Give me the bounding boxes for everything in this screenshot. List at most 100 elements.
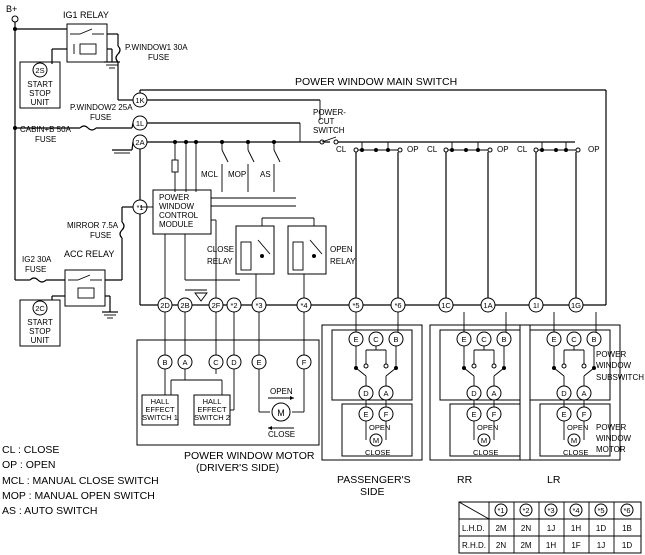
motor-close-label: CLOSE	[365, 448, 390, 457]
svg-text:2B: 2B	[180, 301, 189, 310]
svg-text:HALL: HALL	[151, 397, 170, 406]
close-relay-label: CLOSE	[207, 245, 234, 254]
motor-close-label: CLOSE	[473, 448, 498, 457]
svg-text:OP: OP	[407, 145, 419, 154]
start-stop-unit-lower: 2C START STOP UNIT	[19, 299, 61, 347]
svg-text:START: START	[27, 80, 53, 89]
motor-open-label: OPEN	[567, 423, 588, 432]
sub-terminal-a: A	[383, 389, 388, 398]
legend-mop: MOP : MANUAL OPEN SWITCH	[2, 490, 155, 502]
lr-label: LR	[547, 474, 561, 486]
motor-close-label: CLOSE	[563, 448, 588, 457]
svg-text:CL: CL	[336, 145, 347, 154]
svg-text:EFFECT: EFFECT	[197, 405, 227, 414]
motor-terminal-f: F	[492, 410, 497, 419]
svg-text:(DRIVER'S SIDE): (DRIVER'S SIDE)	[196, 462, 279, 474]
svg-text:UNIT: UNIT	[31, 98, 50, 107]
svg-text:*4: *4	[572, 506, 579, 515]
rr-label: RR	[457, 474, 473, 486]
svg-text:1J: 1J	[547, 524, 555, 533]
main-terminals-bottom: 2D 2B 2F *2 *3 *4 *5 *6 1C 1A 1I 1G	[140, 289, 606, 313]
svg-text:STOP: STOP	[29, 327, 51, 336]
svg-text:1J: 1J	[597, 541, 605, 550]
svg-text:FUSE: FUSE	[35, 135, 56, 144]
right-side-labels: POWER WINDOW SUBSWITCH POWER WINDOW MOTO…	[596, 350, 644, 454]
motor-terminal-f: F	[384, 410, 389, 419]
svg-text:1C: 1C	[441, 301, 451, 310]
svg-text:2N: 2N	[521, 524, 531, 533]
svg-text:E: E	[256, 358, 261, 367]
sub-terminal-d: D	[363, 389, 369, 398]
svg-text:D: D	[231, 358, 237, 367]
mcl-label: MCL	[201, 170, 218, 179]
svg-text:L.H.D.: L.H.D.	[462, 524, 485, 533]
legend-mcl: MCL : MANUAL CLOSE SWITCH	[2, 475, 159, 487]
svg-text:*6: *6	[623, 506, 630, 515]
ig1-relay-label: IG1 RELAY	[63, 10, 109, 20]
sub-terminal-d: D	[471, 389, 477, 398]
svg-text:A: A	[182, 358, 187, 367]
fuse-mirror: MIRROR 7.5A FUSE	[67, 206, 133, 280]
svg-text:*6: *6	[394, 301, 401, 310]
svg-text:MODULE: MODULE	[159, 220, 193, 229]
svg-text:*2: *2	[522, 506, 529, 515]
close-open-relays: CLOSE RELAY OPEN RELAY	[207, 217, 356, 300]
svg-text:*1: *1	[497, 506, 504, 515]
sub-terminal-b: B	[393, 335, 398, 344]
main-terminals-left: 1K 1L 2A *1	[118, 92, 330, 305]
ig1-relay: IG1 RELAY	[51, 10, 120, 69]
svg-text:F: F	[302, 358, 307, 367]
svg-text:R.H.D.: R.H.D.	[462, 541, 486, 550]
svg-text:1F: 1F	[571, 541, 580, 550]
svg-text:MIRROR 7.5A: MIRROR 7.5A	[67, 221, 119, 230]
svg-text:UNIT: UNIT	[31, 336, 50, 345]
svg-text:1D: 1D	[622, 541, 632, 550]
legend-op: OP : OPEN	[2, 459, 56, 471]
svg-text:P.WINDOW2 25A: P.WINDOW2 25A	[70, 103, 133, 112]
svg-text:CONTROL: CONTROL	[159, 211, 199, 220]
svg-text:WINDOW: WINDOW	[159, 202, 195, 211]
svg-text:FUSE: FUSE	[90, 231, 111, 240]
svg-text:FUSE: FUSE	[148, 53, 169, 62]
legend-as: AS : AUTO SWITCH	[2, 505, 97, 517]
sub-terminal-a: A	[581, 389, 586, 398]
svg-text:WINDOW: WINDOW	[596, 361, 632, 370]
svg-text:MOTOR: MOTOR	[596, 445, 626, 454]
svg-text:*3: *3	[255, 301, 262, 310]
svg-text:P.WINDOW1 30A: P.WINDOW1 30A	[125, 43, 188, 52]
svg-text:EFFECT: EFFECT	[145, 405, 175, 414]
svg-text:1I: 1I	[533, 301, 539, 310]
svg-text:STOP: STOP	[29, 89, 51, 98]
svg-text:C: C	[213, 358, 219, 367]
sub-terminal-c: C	[481, 335, 487, 344]
sub-terminal-e: E	[551, 335, 556, 344]
svg-text:SWITCH 1: SWITCH 1	[142, 413, 178, 422]
svg-text:RELAY: RELAY	[330, 257, 356, 266]
svg-text:2M: 2M	[520, 541, 531, 550]
acc-relay-label: ACC RELAY	[64, 249, 114, 259]
svg-text:2M: 2M	[495, 524, 506, 533]
svg-text:2F: 2F	[212, 301, 221, 310]
motor-terminal-e: E	[363, 410, 368, 419]
fuse-pwindow2: P.WINDOW2 25A FUSE	[15, 103, 133, 131]
svg-text:SUBSWITCH: SUBSWITCH	[596, 373, 644, 382]
driver-window-motor: B A C D E F HALL EFFECT SWITCH 1 HALL EF…	[136, 312, 320, 474]
motor-symbol: M	[481, 436, 487, 445]
fuse-pwindow1: P.WINDOW1 30A FUSE	[115, 34, 188, 100]
svg-text:POWER-: POWER-	[313, 108, 346, 117]
svg-text:HALL: HALL	[203, 397, 222, 406]
svg-text:*2: *2	[230, 301, 237, 310]
driver-motor-title: POWER WINDOW MOTOR	[184, 450, 315, 462]
svg-text:CL: CL	[427, 145, 438, 154]
sub-terminal-c: C	[571, 335, 577, 344]
svg-text:CABIN+B 50A: CABIN+B 50A	[20, 125, 72, 134]
svg-text:RELAY: RELAY	[207, 257, 233, 266]
svg-text:1G: 1G	[571, 301, 581, 310]
svg-text:CLOSE: CLOSE	[268, 430, 295, 439]
svg-text:POWER: POWER	[596, 423, 626, 432]
acc-relay: ACC RELAY	[51, 249, 122, 319]
